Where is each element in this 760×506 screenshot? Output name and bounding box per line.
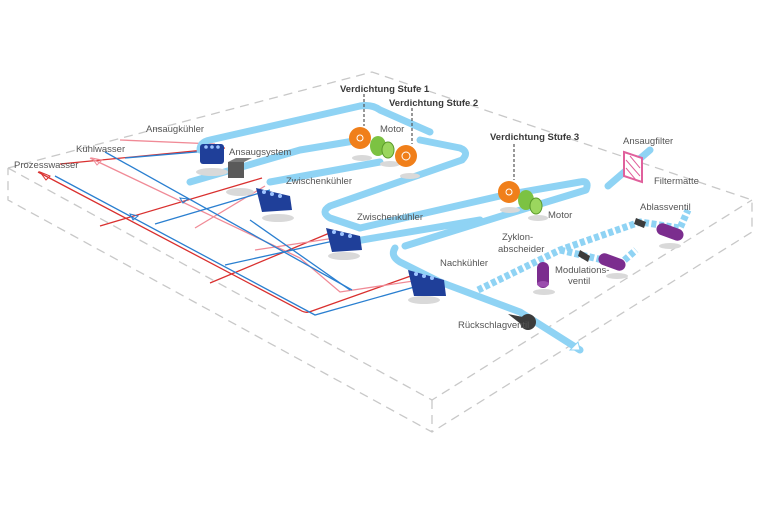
motor-1-unit [370, 136, 395, 159]
label-filtermatte: Filtermatte [654, 176, 699, 187]
platform-outline [7, 71, 753, 433]
zyklonabscheider-unit [537, 262, 549, 288]
label-zyklonabscheider-2: abscheider [498, 244, 544, 255]
label-ablassventil: Ablassventil [640, 202, 691, 213]
label-motor-1: Motor [380, 124, 404, 135]
label-verdichtung-stufe-1: Verdichtung Stufe 1 [340, 84, 430, 95]
verdichtung-stufe-3-unit [498, 181, 520, 203]
zwischenkuehler-2-unit [326, 228, 362, 252]
verdichtung-stufe-2-unit [395, 145, 417, 167]
rueckschlagventil-unit [508, 314, 536, 330]
label-zyklonabscheider-1: Zyklon- [502, 232, 533, 243]
ablassventil-unit [634, 218, 684, 241]
label-ansaugkuehler: Ansaugkühler [146, 124, 204, 135]
zwischenkuehler-1-unit [256, 188, 292, 212]
label-zwischenkuehler-1: Zwischenkühler [286, 176, 352, 187]
label-ansaugsystem: Ansaugsystem [229, 147, 291, 158]
label-zwischenkuehler-2: Zwischenkühler [357, 212, 423, 223]
ansaugsystem-unit [228, 158, 252, 178]
air-piping [186, 102, 692, 354]
label-motor-2: Motor [548, 210, 572, 221]
process-water-line [37, 171, 423, 313]
label-verdichtung-stufe-3: Verdichtung Stufe 3 [490, 132, 579, 143]
verdichtung-stufe-1-unit [349, 127, 371, 149]
nachkuehler-unit [408, 270, 446, 296]
label-kuehlwasser: Kühlwasser [76, 144, 125, 155]
ansaugkuehler-unit [200, 144, 224, 164]
label-verdichtung-stufe-2: Verdichtung Stufe 2 [389, 98, 478, 109]
motor-2-unit [518, 190, 543, 215]
component-shadows [196, 155, 681, 304]
label-ansaugfilter: Ansaugfilter [623, 136, 673, 147]
label-prozesswasser: Prozesswasser [14, 160, 78, 171]
modulationsventil-unit [578, 250, 626, 271]
label-rueckschlagventil: Rückschlagventil [458, 320, 529, 331]
ansaugfilter-unit [623, 150, 643, 184]
label-modulationsventil-1: Modulations- [555, 265, 609, 276]
label-nachkuehler: Nachkühler [440, 258, 488, 269]
process-water-return-line [89, 157, 421, 293]
label-modulationsventil-2: ventil [568, 276, 590, 287]
cooling-water-line [54, 175, 426, 316]
